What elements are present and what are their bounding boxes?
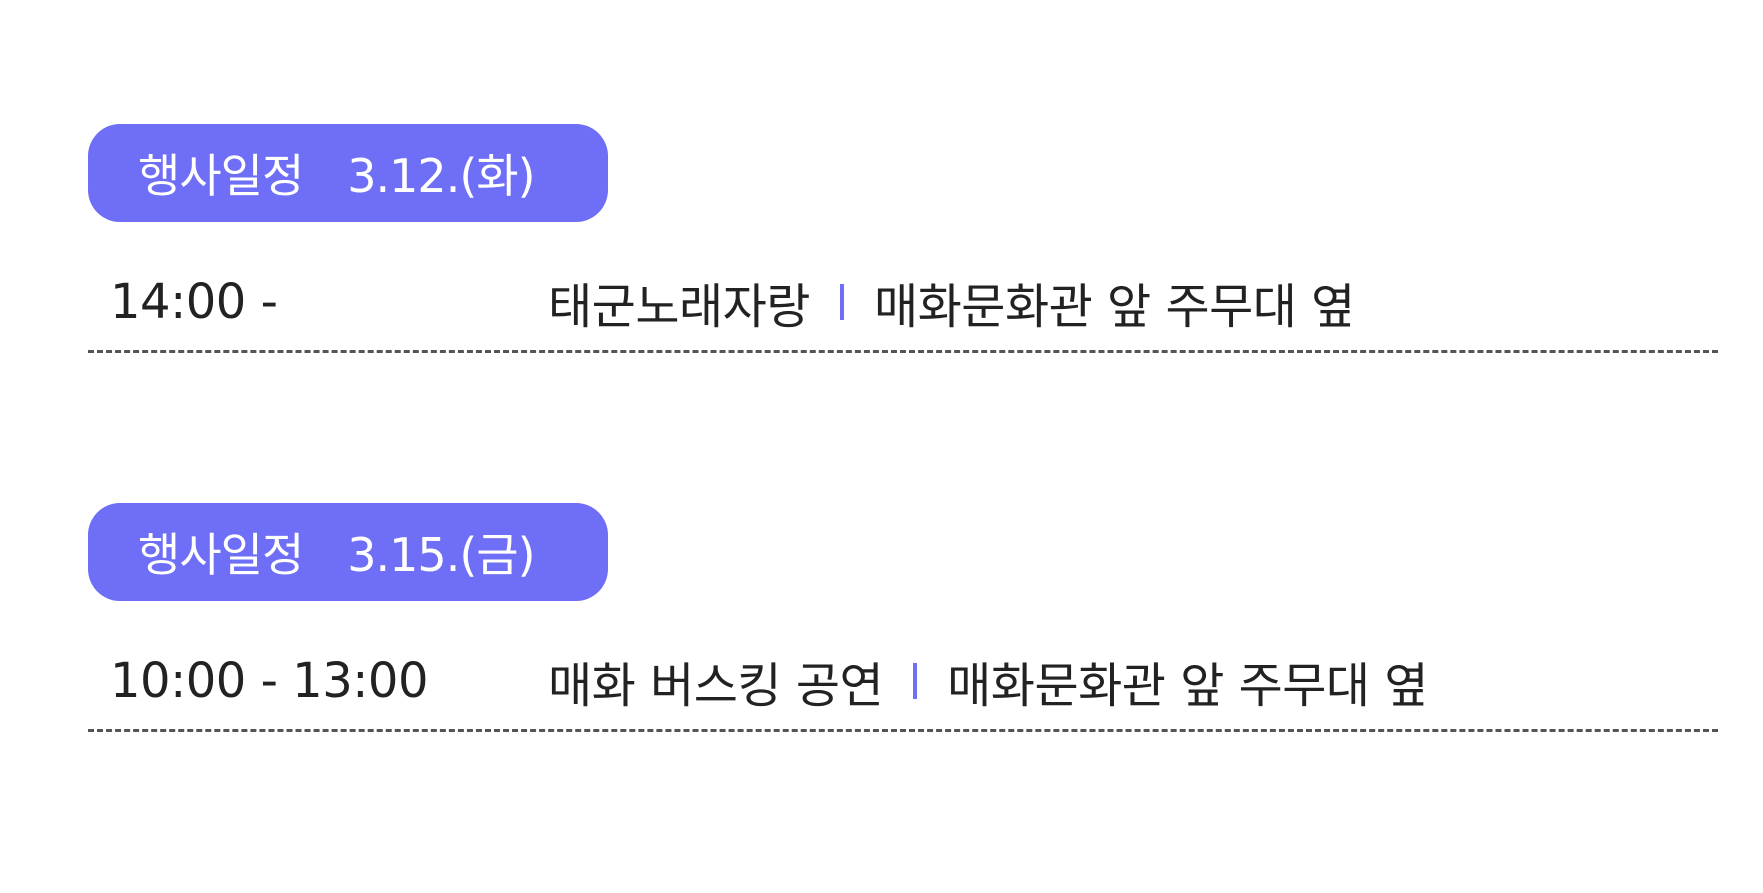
badge-date: 3.12.(화) (347, 149, 535, 203)
dotted-divider (88, 350, 1718, 353)
dotted-divider (88, 729, 1718, 732)
badge-date: 3.15.(금) (347, 528, 535, 582)
event-time: 14:00 - (110, 274, 278, 330)
badge-label: 행사일정 (138, 149, 304, 203)
event-time: 10:00 - 13:00 (110, 653, 429, 709)
schedule-date-badge: 행사일정 3.12.(화) (88, 124, 608, 222)
schedule-row: 10:00 - 13:00 매화 버스킹 공연 매화문화관 앞 주무대 옆 (88, 651, 1718, 714)
event-location: 매화문화관 앞 주무대 옆 (873, 279, 1355, 335)
event-title: 매화 버스킹 공연 (548, 658, 884, 714)
event-title: 태군노래자랑 (548, 279, 810, 335)
badge-label: 행사일정 (138, 528, 304, 582)
event-info: 매화 버스킹 공연 매화문화관 앞 주무대 옆 (548, 651, 1429, 714)
separator-bar (839, 284, 844, 320)
separator-bar (913, 663, 918, 699)
event-info: 태군노래자랑 매화문화관 앞 주무대 옆 (548, 272, 1355, 335)
event-location: 매화문화관 앞 주무대 옆 (947, 658, 1429, 714)
schedule-row: 14:00 - 태군노래자랑 매화문화관 앞 주무대 옆 (88, 272, 1718, 335)
schedule-date-badge: 행사일정 3.15.(금) (88, 503, 608, 601)
